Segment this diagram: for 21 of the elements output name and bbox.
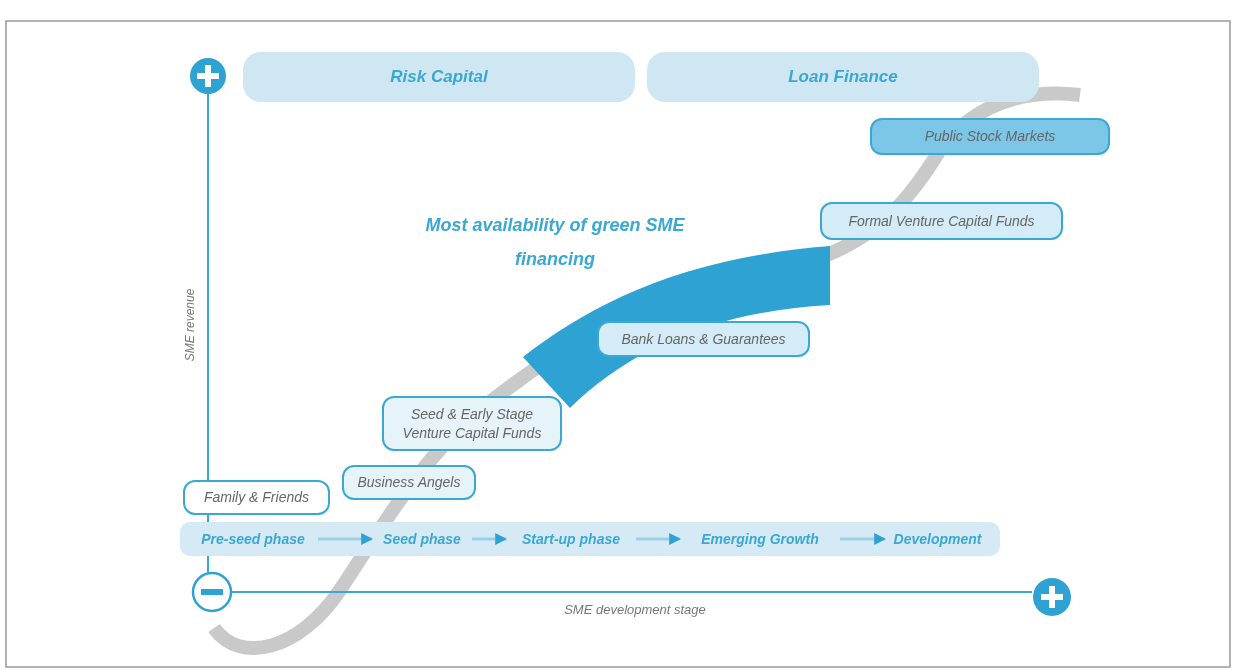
- phase-label: Emerging Growth: [680, 522, 840, 556]
- callout-text: Most availability of green SME financing: [424, 214, 686, 271]
- category-band: Loan Finance: [647, 52, 1039, 102]
- financing-box: Seed & Early Stage Venture Capital Funds: [382, 396, 562, 451]
- chevron-arrow: [840, 533, 887, 545]
- phase-bar: [180, 522, 1000, 556]
- phase-label: Development: [885, 522, 990, 556]
- phase-label: Seed phase: [372, 522, 472, 556]
- financing-box: Business Angels: [342, 465, 476, 500]
- axis-title: SME revenue: [183, 287, 197, 364]
- financing-box: Public Stock Markets: [870, 118, 1110, 155]
- category-band: Risk Capital: [243, 52, 635, 102]
- axis-title: SME development stage: [563, 602, 707, 617]
- financing-box: Bank Loans & Guarantees: [597, 321, 810, 357]
- financing-box: Family & Friends: [183, 480, 330, 515]
- phase-label: Pre-seed phase: [188, 522, 318, 556]
- chevron-arrow: [636, 533, 682, 545]
- chevron-arrow: [318, 533, 374, 545]
- chevron-arrow: [472, 533, 508, 545]
- phase-label: Start-up phase: [506, 522, 636, 556]
- financing-box: Formal Venture Capital Funds: [820, 202, 1063, 240]
